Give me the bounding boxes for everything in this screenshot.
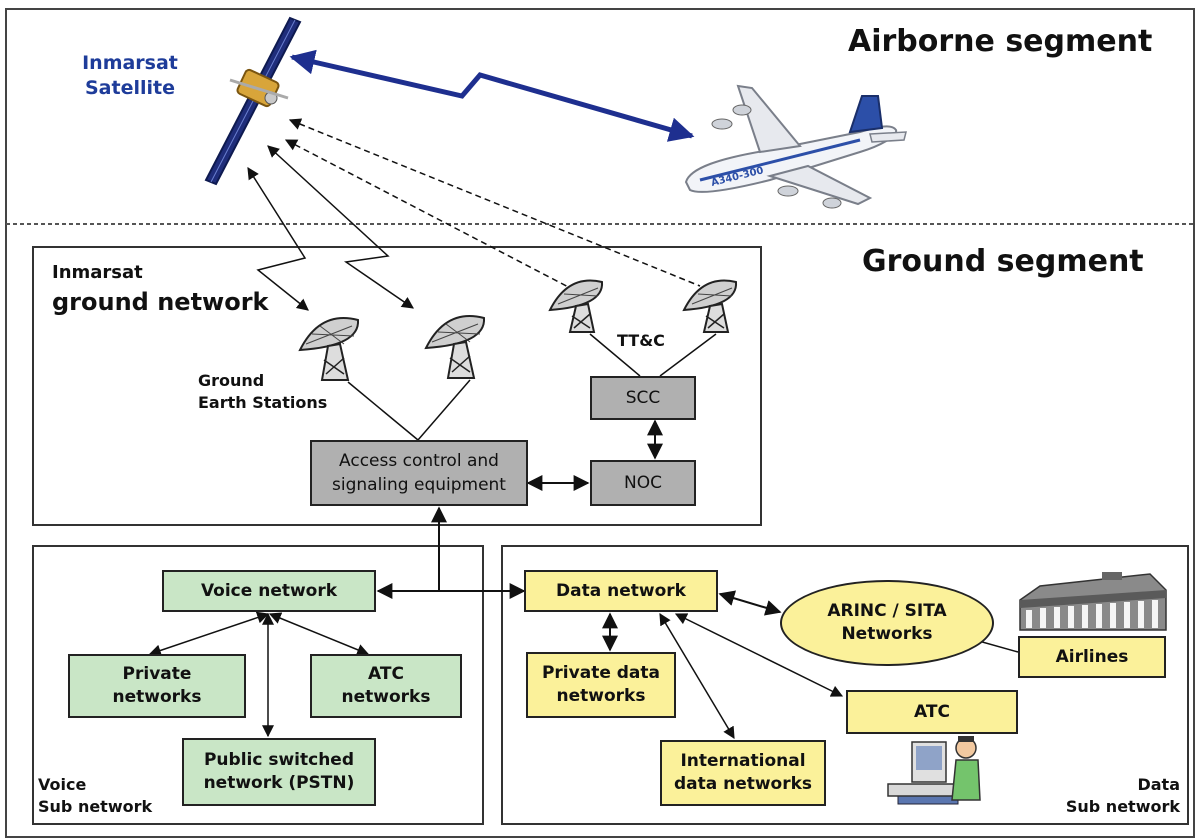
international-data-networks-box: International data networks xyxy=(660,740,826,806)
aircraft-icon: A340-300 xyxy=(684,84,907,209)
satellite-aircraft-link xyxy=(289,49,695,142)
ttc-2-link xyxy=(288,118,701,287)
outer-frame xyxy=(5,8,1195,838)
atc-operator-icon xyxy=(887,736,981,805)
earth-station-1-dish-icon xyxy=(298,317,360,381)
noc-box: NOC xyxy=(590,460,696,506)
satellite-label: Inmarsat Satellite xyxy=(82,52,178,99)
airlines-box: Airlines xyxy=(1018,636,1166,678)
ttc-2-scc-line xyxy=(659,333,717,377)
data-atc-arrow xyxy=(674,613,844,697)
private-data-networks-box: Private data networks xyxy=(526,652,676,718)
airline-building-icon xyxy=(1019,572,1167,631)
station-1-access-line xyxy=(347,381,419,441)
ttc-1-link xyxy=(284,139,579,293)
ground-segment-title: Ground segment xyxy=(862,244,1144,279)
scc-box: SCC xyxy=(590,376,696,420)
ttc-label: TT&C xyxy=(617,331,665,350)
access-control-box: Access control and signaling equipment xyxy=(310,440,528,506)
earth-station-2-link xyxy=(267,145,414,309)
ttc-2-dish-icon xyxy=(682,279,738,333)
ground-network-title-line2: ground network xyxy=(52,288,269,316)
station-2-access-line xyxy=(417,379,471,441)
voice-network-box: Voice network xyxy=(162,570,376,612)
voice-subnetwork-label: Voice Sub network xyxy=(38,775,153,816)
pstn-box: Public switched network (PSTN) xyxy=(182,738,376,806)
data-network-box: Data network xyxy=(524,570,718,612)
data-arinc-arrow xyxy=(718,590,782,616)
voice-atc-arrow xyxy=(268,612,370,656)
arinc-sita-ellipse: ARINC / SITA Networks xyxy=(780,580,994,666)
ground-network-title-line1: Inmarsat xyxy=(52,262,143,283)
data-subnetwork-label: Data Sub network xyxy=(1065,775,1180,816)
atc-box: ATC xyxy=(846,690,1018,734)
earth-station-2-dish-icon xyxy=(424,315,486,379)
ttc-1-dish-icon xyxy=(548,279,604,333)
voice-private-arrow xyxy=(148,611,270,657)
data-subnetwork-frame xyxy=(501,545,1189,825)
ttc-1-scc-line xyxy=(589,333,641,377)
voice-subnetwork-frame xyxy=(32,545,484,825)
atc-networks-box: ATC networks xyxy=(310,654,462,718)
satellite-icon xyxy=(204,16,302,186)
earth-stations-label: Ground Earth Stations xyxy=(198,371,328,412)
private-networks-box: Private networks xyxy=(68,654,246,718)
airborne-segment-title: Airborne segment xyxy=(848,24,1153,59)
